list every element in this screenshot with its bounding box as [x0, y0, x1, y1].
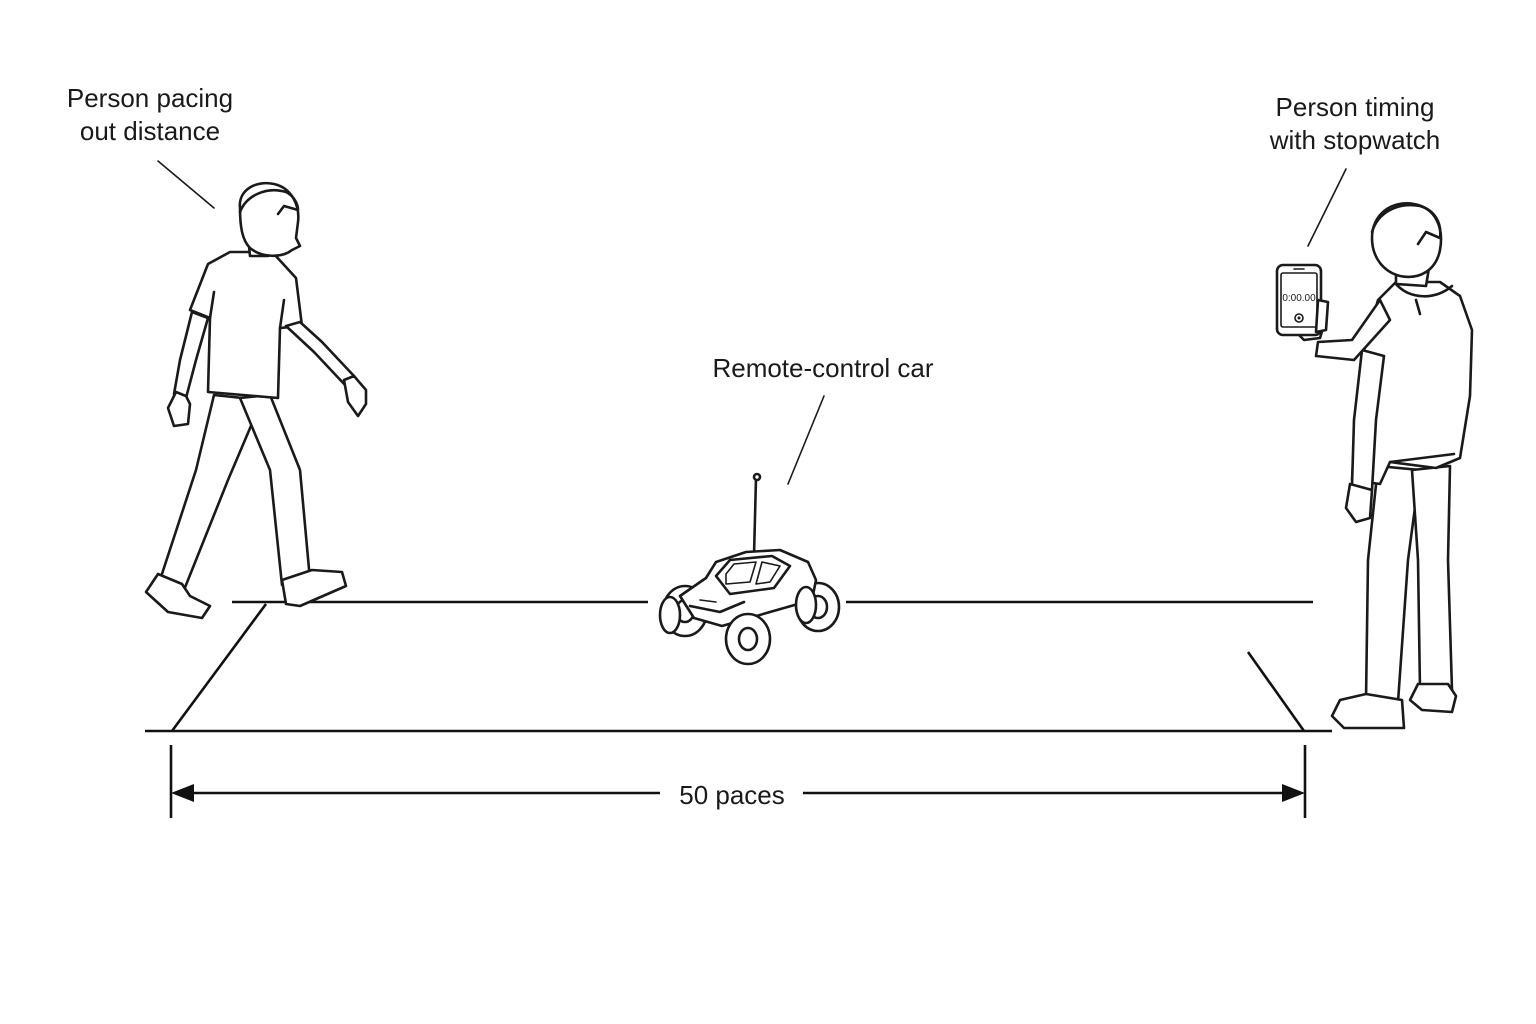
rc-car-icon: [658, 472, 841, 666]
timer-label-line-1: Person timing: [1275, 92, 1435, 122]
timer-label-line-2: with stopwatch: [1269, 125, 1441, 155]
standing-person-with-phone-icon: 0:00.00: [1275, 202, 1474, 730]
arrowhead-left-icon: [171, 784, 194, 802]
arrowhead-right-icon: [1282, 784, 1305, 802]
walker-label-line-1: Person pacing: [66, 83, 234, 113]
timer-label: Person timing with stopwatch: [1258, 91, 1452, 157]
distance-label: 50 paces: [679, 780, 785, 810]
stopwatch-phone-icon: 0:00.00: [1275, 263, 1323, 337]
walker-label: Person pacing out distance: [58, 82, 242, 148]
phone-stopwatch-display: 0:00.00: [1282, 293, 1316, 304]
leader-lines: [157, 160, 1347, 485]
car-label: Remote-control car: [712, 353, 934, 383]
car-leader-line: [787, 395, 825, 485]
timer-leader-line: [1307, 168, 1347, 247]
walking-person-icon: [144, 181, 368, 620]
distance-dimension: [169, 745, 1307, 818]
walker-label-line-2: out distance: [79, 116, 221, 146]
walker-leader-line: [157, 160, 215, 209]
